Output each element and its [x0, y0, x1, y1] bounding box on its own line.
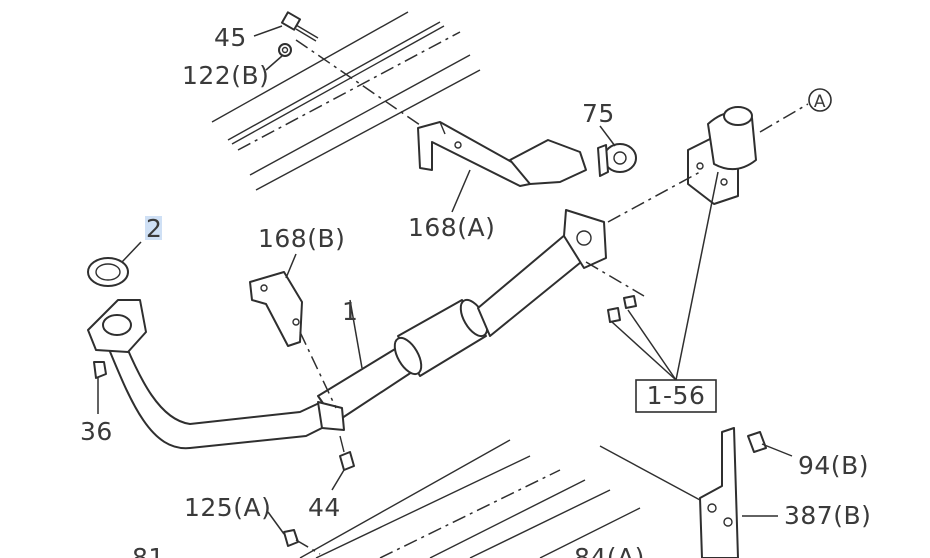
bracket-168b [249, 271, 303, 347]
callout-84a: 84(A) [574, 543, 645, 558]
callout-125a: 125(A) [184, 493, 271, 522]
sensor-assembly [687, 106, 757, 205]
nut-36 [93, 361, 107, 379]
callout-81: 81 [132, 543, 165, 558]
callout-168a: 168(A) [408, 213, 495, 242]
callout-387b: 387(B) [784, 501, 871, 530]
frame-lines-upper [211, 11, 481, 191]
bolt-45 [280, 11, 319, 42]
callout-45: 45 [214, 23, 247, 52]
highlight-2 [145, 216, 162, 240]
callout-2: 2 [146, 214, 162, 243]
rubber-hanger-75 [597, 143, 637, 177]
bracket-168a [417, 121, 587, 187]
callout-75: 75 [582, 99, 615, 128]
callout-94b: 94(B) [798, 451, 869, 480]
callout-1: 1 [342, 297, 358, 326]
reference-circle-a [808, 88, 832, 112]
callout-1-56: 1-56 [647, 381, 706, 410]
callout-168b: 168(B) [258, 224, 345, 253]
bolt-44 [339, 435, 355, 471]
gasket-2 [87, 257, 129, 287]
bolt-94b [747, 431, 793, 457]
nut-125a [283, 529, 299, 547]
bracket-387b [699, 427, 739, 558]
callout-box-1-56 [635, 379, 717, 413]
leader-lines [97, 25, 778, 535]
nut-122b [278, 43, 292, 57]
callout-44: 44 [308, 493, 341, 522]
front-exhaust-pipe-1 [87, 209, 607, 450]
frame-lines-lower [299, 439, 701, 558]
nuts-1-56 [607, 295, 637, 323]
callout-122b: 122(B) [182, 61, 269, 90]
callout-36: 36 [80, 417, 113, 446]
callout-a: A [814, 92, 826, 112]
